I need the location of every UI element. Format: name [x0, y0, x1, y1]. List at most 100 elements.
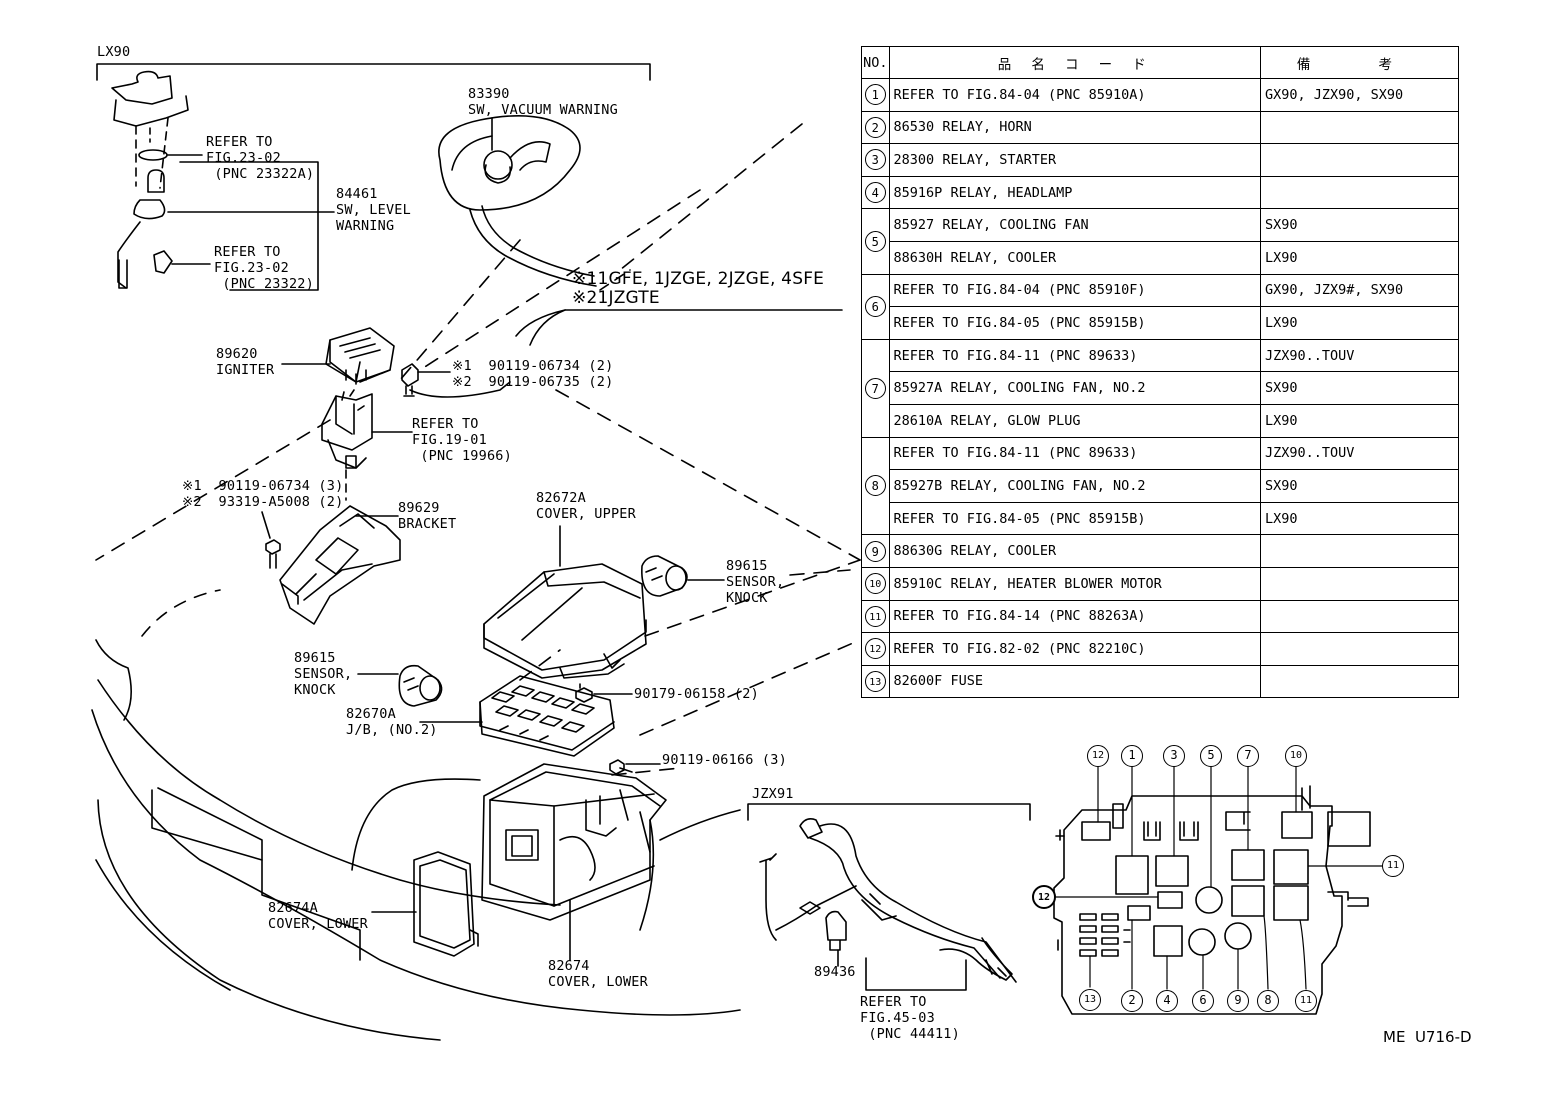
- row-remarks: LX90: [1260, 240, 1459, 275]
- lower-cover-box-drawing: [481, 763, 667, 921]
- callout-82674-cover-lower: 82674 COVER, LOWER: [548, 958, 648, 990]
- item-number-circle: 8: [864, 475, 886, 497]
- item-number-circle: 9: [864, 540, 886, 562]
- row-remarks: GX90, JZX9#, SX90: [1260, 273, 1459, 308]
- row-description: 88630G RELAY, COOLER: [888, 534, 1262, 568]
- item-number-circle: 13: [864, 670, 886, 692]
- nut-drawing: [575, 683, 593, 703]
- row-description: REFER TO FIG.84-05 (PNC 85915B): [888, 501, 1262, 536]
- item-number-circle: 10: [864, 573, 886, 595]
- row-number: 7: [861, 338, 890, 438]
- row-description: REFER TO FIG.84-14 (PNC 88263A): [888, 599, 1262, 634]
- junction-block-drawing: [479, 675, 615, 757]
- row-remarks: [1260, 143, 1459, 177]
- callout-89615-knock-sensor-left: 89615 SENSOR, KNOCK: [294, 650, 353, 698]
- item-number-circle: 12: [864, 638, 886, 660]
- row-remarks: LX90: [1260, 501, 1459, 536]
- callout-89620-igniter: 89620 IGNITER: [216, 346, 275, 378]
- row-remarks: [1260, 110, 1459, 145]
- callout-bolts-upper: ※1 90119-06734 (2) ※2 90119-06735 (2): [452, 358, 614, 390]
- leader-notes: [515, 309, 566, 346]
- callout-89615-knock-sensor-right: 89615 SENSOR, KNOCK: [726, 558, 785, 606]
- row-description: REFER TO FIG.84-11 (PNC 89633): [888, 436, 1262, 471]
- relay-box-layout-drawing: [1053, 785, 1371, 1015]
- item-number-circle: 2: [864, 116, 886, 138]
- vehicle-body-drawing: [91, 589, 741, 1041]
- igniter-drawing: [325, 327, 395, 385]
- note-1: ※11GFE, 1JZGE, 2JZGE, 4SFE: [572, 270, 824, 289]
- row-remarks: JZX90..TOUV: [1260, 338, 1459, 373]
- row-description: REFER TO FIG.84-04 (PNC 85910F): [888, 273, 1262, 308]
- note-1-mark: ※1: [572, 269, 598, 289]
- row-number: 4: [861, 175, 890, 210]
- relay-position-marker-6: 6: [1192, 990, 1214, 1012]
- bracket-bolt-drawing: [265, 539, 281, 569]
- knock-sensor-left-drawing: [398, 664, 443, 707]
- row-number: 8: [861, 436, 890, 536]
- row-remarks: [1260, 632, 1459, 666]
- variant-label-jzx91: JZX91: [752, 786, 794, 802]
- coil-module-drawing: [321, 389, 373, 501]
- leader-19966: [371, 381, 511, 433]
- row-remarks: GX90, JZX90, SX90: [1260, 78, 1459, 112]
- leader-bolt-left: [261, 511, 271, 539]
- callout-82670a-junction-block: 82670A J/B, (NO.2): [346, 706, 438, 738]
- row-number: 9: [861, 534, 890, 568]
- relay-position-marker-2: 2: [1121, 990, 1143, 1012]
- relay-position-marker-13: 13: [1079, 989, 1101, 1011]
- item-number-circle: 3: [864, 149, 886, 171]
- row-remarks: JZX90..TOUV: [1260, 436, 1459, 471]
- note-1-text: 1GFE, 1JZGE, 2JZGE, 4SFE: [597, 269, 825, 289]
- row-description: REFER TO FIG.84-04 (PNC 85910A): [888, 78, 1262, 112]
- note-2-text: 1JZGTE: [597, 288, 660, 308]
- leader-84461: [167, 161, 335, 291]
- variant-label-lx90: LX90: [97, 44, 131, 60]
- relay-position-marker-12: 12: [1087, 745, 1109, 767]
- relay-position-marker-11: 11: [1382, 855, 1404, 877]
- callout-83390-vacuum-warning-switch: 83390 SW, VACUUM WARNING: [468, 86, 618, 118]
- callout-89629-bracket: 89629 BRACKET: [398, 500, 457, 532]
- row-remarks: [1260, 175, 1459, 210]
- row-description: 85910C RELAY, HEATER BLOWER MOTOR: [888, 566, 1262, 601]
- callout-90179-nut: 90179-06158 (2): [634, 686, 759, 702]
- knock-sensor-right-drawing: [641, 555, 688, 597]
- relay-position-marker-9: 9: [1227, 990, 1249, 1012]
- row-description: REFER TO FIG.82-02 (PNC 82210C): [888, 632, 1262, 666]
- vacuum-switch-drawing: [438, 115, 631, 291]
- relay-position-marker-3: 3: [1163, 745, 1185, 767]
- row-remarks: LX90: [1260, 306, 1459, 340]
- table-row: REFER TO FIG.84-05 (PNC 85915B)LX90: [862, 501, 1459, 536]
- row-description: 86530 RELAY, HORN: [888, 110, 1262, 145]
- bolt-drawing: [401, 363, 419, 397]
- header-part-name-code: 品 名 コ ー ド: [888, 46, 1262, 79]
- callout-bolts-left: ※1 90119-06734 (3) ※2 93319-A5008 (2): [182, 478, 344, 510]
- bracket-drawing: [279, 505, 401, 625]
- row-number: 13: [861, 664, 890, 699]
- row-description: 85927 RELAY, COOLING FAN: [888, 208, 1262, 242]
- note-2: ※21JZGTE: [572, 289, 660, 308]
- relay-box-marker-leaders: [1054, 766, 1383, 990]
- item-number-circle: 7: [864, 377, 886, 399]
- drawing-number: ME U716-D: [1383, 1028, 1472, 1046]
- relay-position-marker-4: 4: [1156, 990, 1178, 1012]
- row-description: 82600F FUSE: [888, 664, 1262, 699]
- row-remarks: [1260, 534, 1459, 568]
- callout-90119-06166-screw: 90119-06166 (3): [662, 752, 787, 768]
- row-number: 6: [861, 273, 890, 340]
